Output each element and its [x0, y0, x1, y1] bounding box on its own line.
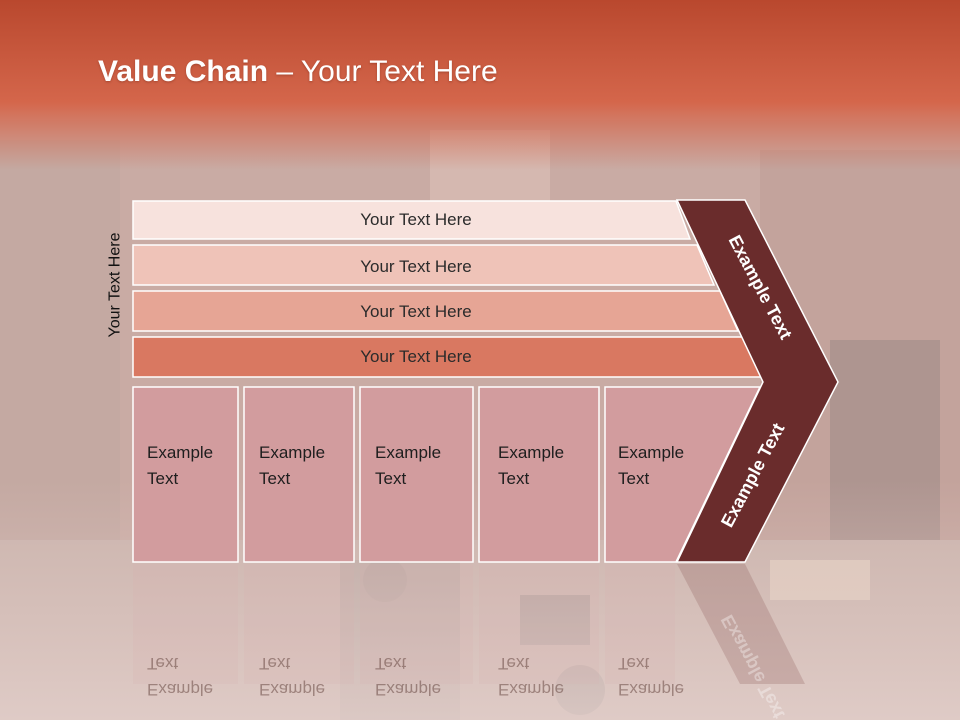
reflection-line-2: Text	[618, 654, 649, 673]
reflection-line-2: Text	[147, 654, 178, 673]
reflection-line-2: Text	[259, 654, 290, 673]
slide-title: Value Chain – Your Text Here	[98, 55, 498, 89]
support-bar-3: Your Text Here	[132, 290, 740, 332]
cell-line-2: Text	[498, 469, 529, 488]
cell-line-2: Text	[618, 469, 649, 488]
activity-cell-2: Example Text	[243, 386, 355, 563]
cell-line-2: Text	[259, 469, 290, 488]
diagram-reflection	[133, 564, 805, 684]
title-rest: – Your Text Here	[268, 55, 498, 88]
bar-shape	[132, 200, 692, 240]
reflection-shape	[244, 564, 354, 684]
activity-cell-5: Example Text	[604, 386, 762, 563]
reflection-shape	[133, 564, 238, 684]
bar-label: Your Text Here	[360, 347, 472, 366]
reflection-chevron	[677, 564, 805, 684]
reflection-shape	[360, 564, 473, 684]
reflection-shape	[479, 564, 599, 684]
reflection-line-1: Example	[498, 680, 564, 699]
cell-line-2: Text	[375, 469, 406, 488]
title-bold: Value Chain	[98, 55, 269, 88]
support-bar-1: Your Text Here	[132, 200, 692, 240]
reflection-line-1: Example	[618, 680, 684, 699]
cell-line-1: Example	[498, 443, 564, 462]
cell-shape	[243, 386, 355, 563]
reflection-line-2: Text	[375, 654, 406, 673]
bar-label: Your Text Here	[360, 257, 472, 276]
cell-line-2: Text	[147, 469, 178, 488]
cell-shape	[478, 386, 600, 563]
support-bar-2: Your Text Here	[132, 244, 716, 286]
cell-line-1: Example	[147, 443, 213, 462]
reflection-line-1: Example	[147, 680, 213, 699]
bar-label: Your Text Here	[360, 302, 472, 321]
bar-label: Your Text Here	[360, 210, 472, 229]
chevron-shape	[675, 199, 839, 563]
reflection-shape	[605, 564, 675, 684]
support-bar-4: Your Text Here	[132, 336, 764, 378]
cell-shape	[359, 386, 474, 563]
cell-line-1: Example	[618, 443, 684, 462]
cell-line-1: Example	[259, 443, 325, 462]
cell-line-1: Example	[375, 443, 441, 462]
reflection-line-1: Example	[375, 680, 441, 699]
bar-shape	[132, 244, 716, 286]
reflection-line-1: Example	[259, 680, 325, 699]
cell-shape	[604, 386, 762, 563]
bar-shape	[132, 290, 740, 332]
activity-cell-1: Example Text	[132, 386, 239, 563]
reflection-line-2: Text	[498, 654, 529, 673]
cell-shape	[132, 386, 239, 563]
activity-cell-3: Example Text	[359, 386, 474, 563]
activity-cell-4: Example Text	[478, 386, 600, 563]
